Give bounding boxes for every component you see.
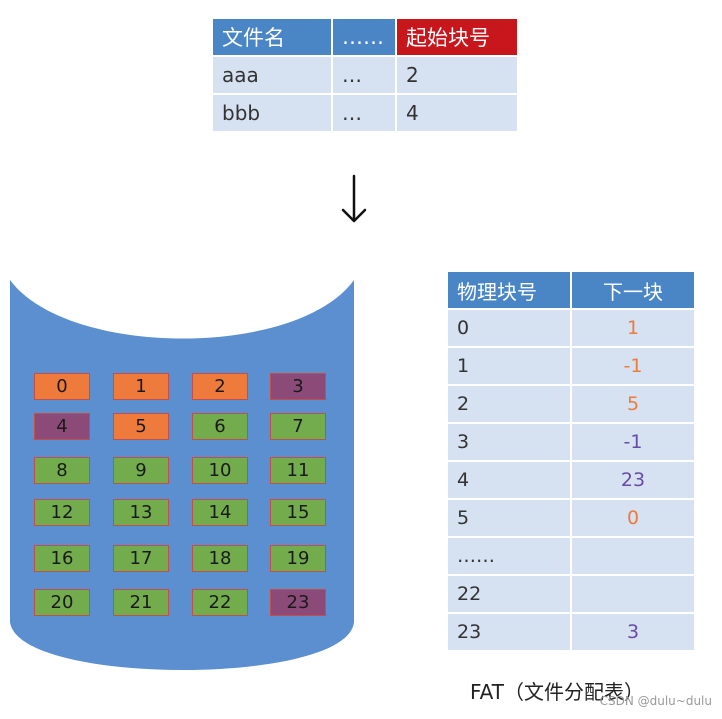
fat-cell-block: 22	[448, 576, 570, 612]
fat-cell-block: 5	[448, 500, 570, 536]
table-row: ……	[448, 538, 694, 574]
table-row: 3-1	[448, 424, 694, 460]
fat-cell-next	[572, 576, 694, 612]
directory-header-filename: 文件名	[213, 19, 331, 55]
disk-block: 16	[34, 545, 90, 572]
table-row: aaa … 2	[213, 57, 517, 93]
disk-block: 18	[192, 545, 248, 572]
directory-header-ellipsis: ……	[333, 19, 395, 55]
directory-cell-ellipsis: …	[333, 95, 395, 131]
disk-block: 3	[270, 373, 326, 400]
fat-cell-next: 5	[572, 386, 694, 422]
directory-cell-start-block: 4	[397, 95, 517, 131]
fat-cell-block: 4	[448, 462, 570, 498]
disk-block: 8	[34, 457, 90, 484]
fat-cell-next	[572, 538, 694, 574]
disk-block: 0	[34, 373, 90, 400]
disk-block: 1	[113, 373, 169, 400]
table-row: 1-1	[448, 348, 694, 384]
fat-cell-next: 1	[572, 310, 694, 346]
disk-block: 23	[270, 589, 326, 616]
fat-cell-block: 23	[448, 614, 570, 650]
directory-cell-ellipsis: …	[333, 57, 395, 93]
disk-block: 4	[34, 413, 90, 440]
disk-block: 7	[270, 413, 326, 440]
fat-header-next: 下一块	[572, 272, 694, 308]
disk-block: 10	[192, 457, 248, 484]
fat-cell-block: 0	[448, 310, 570, 346]
table-row: 22	[448, 576, 694, 612]
directory-table: 文件名 …… 起始块号 aaa … 2 bbb … 4	[211, 17, 519, 133]
disk-block: 6	[192, 413, 248, 440]
disk-block: 2	[192, 373, 248, 400]
directory-header-row: 文件名 …… 起始块号	[213, 19, 517, 55]
disk-block: 19	[270, 545, 326, 572]
disk-block: 21	[113, 589, 169, 616]
disk-block: 5	[113, 413, 169, 440]
fat-cell-next: -1	[572, 424, 694, 460]
disk-cylinder-shape	[10, 280, 354, 670]
disk-block: 14	[192, 499, 248, 526]
disk-block: 12	[34, 499, 90, 526]
disk-block: 22	[192, 589, 248, 616]
fat-cell-block: ……	[448, 538, 570, 574]
fat-header-block: 物理块号	[448, 272, 570, 308]
directory-cell-filename: bbb	[213, 95, 331, 131]
fat-cell-block: 2	[448, 386, 570, 422]
fat-cell-next: 23	[572, 462, 694, 498]
fat-cell-next: 3	[572, 614, 694, 650]
down-arrow-icon	[341, 174, 367, 223]
disk-block: 17	[113, 545, 169, 572]
directory-cell-filename: aaa	[213, 57, 331, 93]
fat-cell-next: -1	[572, 348, 694, 384]
disk-block: 11	[270, 457, 326, 484]
table-row: bbb … 4	[213, 95, 517, 131]
watermark: CSDN @dulu~dulu	[599, 694, 712, 708]
fat-caption: FAT（文件分配表）	[470, 680, 645, 704]
directory-cell-start-block: 2	[397, 57, 517, 93]
fat-cell-next: 0	[572, 500, 694, 536]
fat-cell-block: 3	[448, 424, 570, 460]
fat-cell-block: 1	[448, 348, 570, 384]
fat-header-row: 物理块号 下一块	[448, 272, 694, 308]
disk-block: 9	[113, 457, 169, 484]
disk-block: 20	[34, 589, 90, 616]
disk-block: 15	[270, 499, 326, 526]
disk-block: 13	[113, 499, 169, 526]
directory-header-start-block: 起始块号	[397, 19, 517, 55]
